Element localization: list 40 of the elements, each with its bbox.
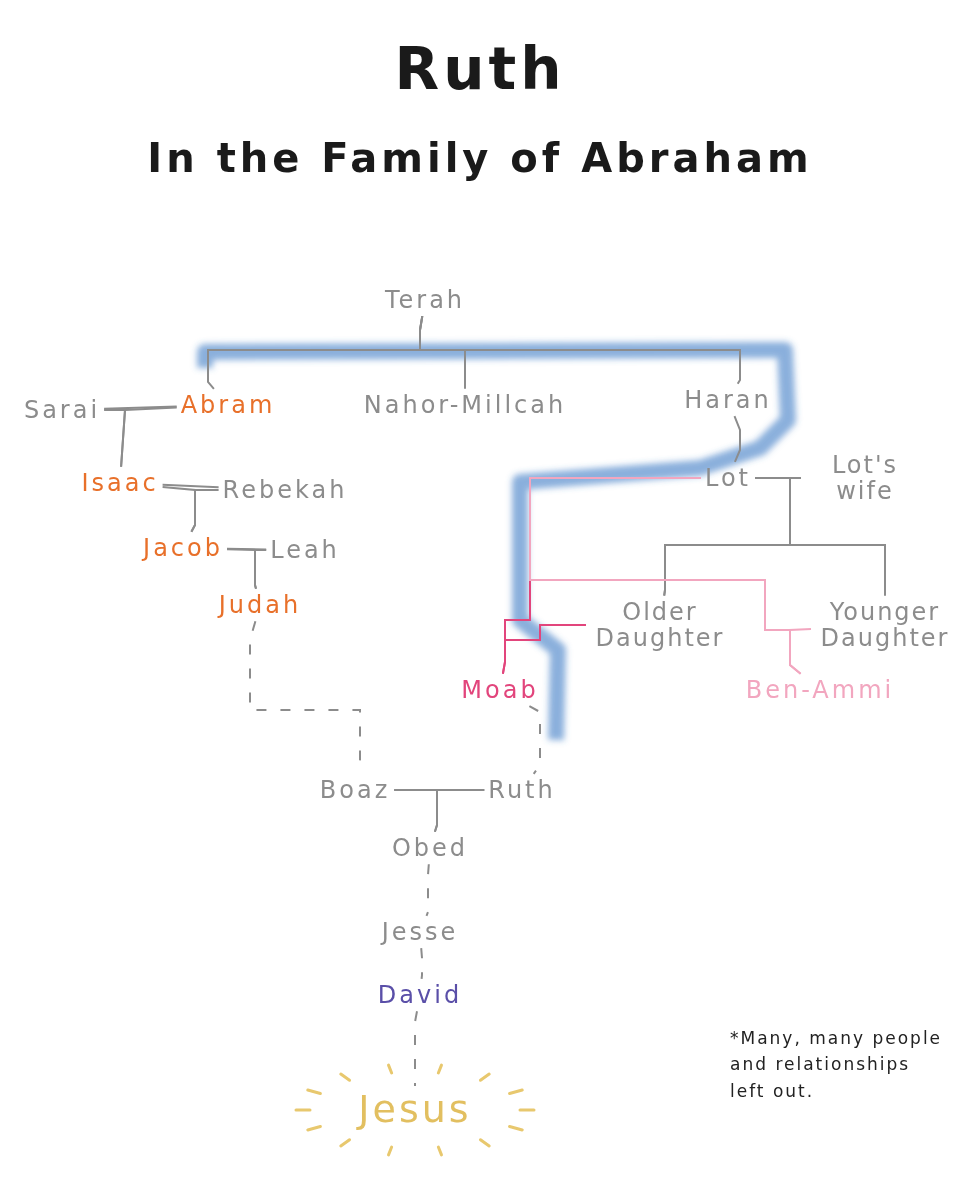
person-name: Abram: [180, 391, 276, 419]
subtitle: In the Family of Abraham: [146, 135, 814, 181]
person-name: Haran: [684, 386, 772, 414]
person-name: Sarai: [23, 396, 101, 424]
family-line: [414, 1010, 418, 1088]
person-name: Leah: [270, 536, 340, 564]
person-name: Jesse: [381, 918, 459, 946]
person-name: Jacob: [143, 534, 223, 562]
family-line: [103, 405, 178, 410]
person-name: Terah: [384, 286, 466, 314]
footnote: *Many, many people and relationships left out.: [730, 1027, 944, 1103]
person-name: Nahor-Millcah: [363, 391, 567, 419]
person-name: David: [377, 981, 463, 1009]
family-line: [161, 483, 220, 489]
person-name: Isaac: [81, 469, 159, 497]
person-name: Obed: [391, 834, 469, 862]
person-name: Younger Daughter: [815, 598, 955, 652]
family-line: [528, 705, 541, 775]
person-name: Rebekah: [222, 476, 348, 504]
person-name: Lot: [705, 464, 751, 492]
person-name: Judah: [218, 591, 302, 619]
family-line: [789, 627, 812, 675]
person-name: Ben-Ammi: [745, 676, 895, 704]
person-name: Jesus: [358, 1089, 472, 1131]
family-line: [420, 947, 423, 980]
family-line: [789, 477, 886, 597]
family-line: [733, 415, 741, 463]
family-line: [501, 624, 587, 675]
title: Ruth: [393, 35, 567, 103]
family-line: [419, 315, 741, 385]
person-name: Ruth: [488, 776, 556, 804]
family-line: [425, 863, 430, 917]
person-name: Boaz: [319, 776, 391, 804]
family-line: [433, 789, 486, 833]
person-name: Lot's wife: [805, 451, 925, 505]
family-line: [254, 549, 268, 590]
family-line: [120, 406, 178, 468]
family-line: [190, 489, 220, 533]
person-name: Moab: [461, 676, 539, 704]
person-name: Older Daughter: [590, 598, 730, 652]
